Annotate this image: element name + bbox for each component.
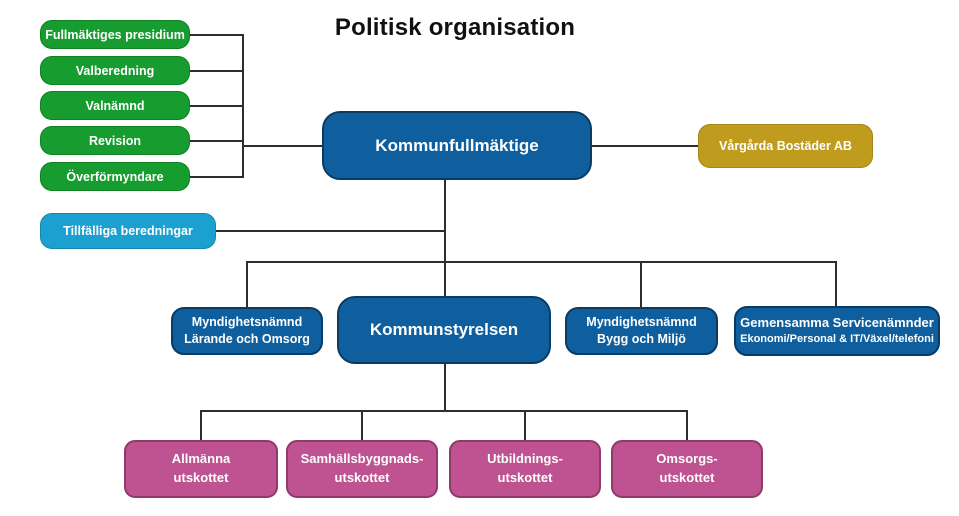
connector-line <box>444 180 446 296</box>
node-myndighetsnamnd-bygg-och-miljo: Myndighetsnämnd Bygg och Miljö <box>565 307 718 355</box>
node-utbildningsutskottet: Utbildnings- utskottet <box>449 440 601 498</box>
node-label-line2: Bygg och Miljö <box>597 332 686 346</box>
connector-line <box>246 261 837 263</box>
node-omsorgsutskottet: Omsorgs- utskottet <box>611 440 763 498</box>
node-vargarda-bostader-ab: Vårgårda Bostäder AB <box>698 124 873 168</box>
node-label-line2: Lärande och Omsorg <box>184 332 310 346</box>
connector-line <box>200 410 688 412</box>
node-label-line1: Myndighetsnämnd <box>191 314 303 329</box>
node-label-line1: Omsorgs- <box>656 451 718 467</box>
connector-line <box>640 261 642 307</box>
node-valnamnd: Valnämnd <box>40 91 190 120</box>
node-label: Utbildnings- utskottet <box>487 450 563 488</box>
connector-line <box>592 144 698 147</box>
node-label-line1: Allmänna <box>171 451 231 467</box>
node-label: Samhällsbyggnads- utskottet <box>301 450 424 488</box>
connector-line <box>190 104 243 107</box>
node-kommunfullmaktige: Kommunfullmäktige <box>322 111 592 180</box>
node-label-line2: utskottet <box>334 470 390 485</box>
node-label: Omsorgs- utskottet <box>656 450 717 488</box>
connector-line <box>835 261 837 306</box>
node-samhallsbyggnadsutskottet: Samhällsbyggnads- utskottet <box>286 440 438 498</box>
node-label: Allmänna utskottet <box>172 450 231 488</box>
node-gemensamma-servicenamnder: Gemensamma Servicenämnder Ekonomi/Person… <box>734 306 940 356</box>
node-label-line1: Utbildnings- <box>487 451 563 467</box>
node-label-line2: Ekonomi/Personal & IT/Växel/telefoni <box>740 333 934 346</box>
connector-line <box>444 364 446 412</box>
node-label-line2: utskottet <box>173 470 229 485</box>
node-tillfalliga-beredningar: Tillfälliga beredningar <box>40 213 216 249</box>
connector-line <box>361 410 363 440</box>
connector-line <box>190 33 243 36</box>
connector-line <box>242 144 323 147</box>
node-label-line1: Gemensamma Servicenämnder <box>740 315 934 331</box>
node-label-line1: Samhällsbyggnads- <box>300 451 424 467</box>
connector-line <box>190 175 243 178</box>
connector-line <box>686 410 688 440</box>
node-overformyndare: Överförmyndare <box>40 162 190 191</box>
node-myndighetsnamnd-larande-och-omsorg: Myndighetsnämnd Lärande och Omsorg <box>171 307 323 355</box>
node-label: Myndighetsnämnd Lärande och Omsorg <box>184 314 310 349</box>
connector-line <box>524 410 526 440</box>
connector-line <box>242 33 244 178</box>
connector-line <box>246 261 248 307</box>
node-valberedning: Valberedning <box>40 56 190 85</box>
connector-line <box>200 410 202 440</box>
connector-line <box>190 139 243 142</box>
node-label-line2: utskottet <box>659 470 715 485</box>
node-label: Gemensamma Servicenämnder Ekonomi/Person… <box>740 315 934 346</box>
node-label-line2: utskottet <box>497 470 553 485</box>
page-title: Politisk organisation <box>334 14 576 41</box>
node-kommunstyrelsen: Kommunstyrelsen <box>337 296 551 364</box>
node-fullmaktiges-presidium: Fullmäktiges presidium <box>40 20 190 49</box>
connector-line <box>216 230 445 232</box>
node-label-line1: Myndighetsnämnd <box>586 314 697 329</box>
node-revision: Revision <box>40 126 190 155</box>
connector-line <box>190 69 243 72</box>
node-label: Myndighetsnämnd Bygg och Miljö <box>586 314 696 349</box>
node-allmanna-utskottet: Allmänna utskottet <box>124 440 278 498</box>
